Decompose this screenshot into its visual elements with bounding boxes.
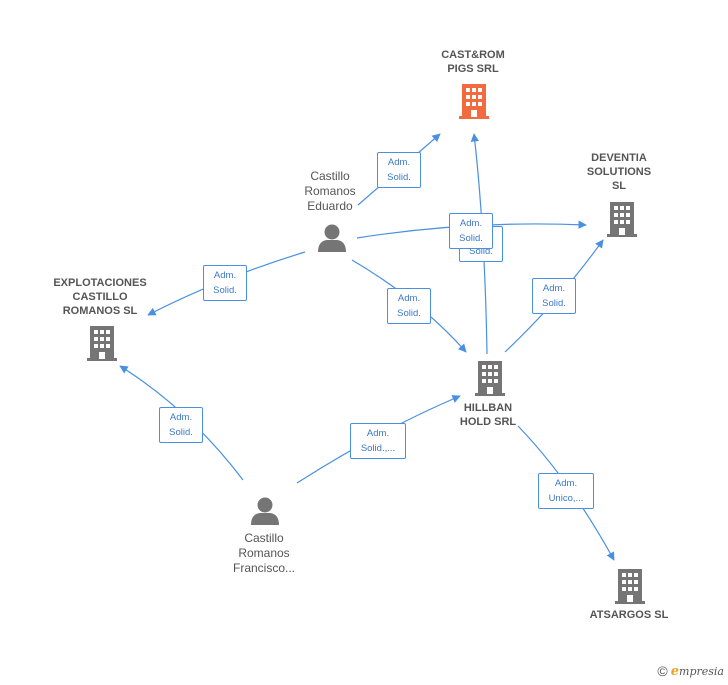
company-name-hillban[interactable]: HILLBAN HOLD SRL (459, 402, 517, 428)
person-icon[interactable] (251, 497, 279, 526)
person-name-eduardo[interactable]: Castillo Romanos Eduardo (304, 169, 356, 213)
empresia-brand[interactable]: © empresia (657, 663, 724, 679)
edge-label[interactable]: Adm. Solid. (532, 278, 576, 314)
company-name-explotaciones[interactable]: EXPLOTACIONES CASTILLO ROMANOS SL (53, 277, 147, 317)
copyright-icon: © (657, 663, 668, 679)
company-name-deventia[interactable]: DEVENTIA SOLUTIONS SL (586, 152, 652, 192)
building-icon[interactable] (615, 569, 645, 604)
edge-label[interactable]: Adm. Unico,... (538, 473, 594, 509)
company-name-castrom[interactable]: CAST&ROM PIGS SRL (441, 49, 505, 75)
edge-label[interactable]: Adm. Solid. (203, 265, 247, 301)
edge-label[interactable]: Adm. Solid. (159, 407, 203, 443)
edge-label[interactable]: Adm. Solid. (377, 152, 421, 188)
person-icon[interactable] (318, 224, 346, 253)
building-icon[interactable] (459, 84, 489, 119)
brand-logo: empresia (670, 663, 724, 679)
edge-label[interactable]: Adm. Solid. (387, 288, 431, 324)
edge-label[interactable]: Adm. Solid.,... (350, 423, 406, 459)
company-name-atsargos[interactable]: ATSARGOS SL (589, 609, 669, 621)
building-icon[interactable] (87, 326, 117, 361)
person-name-francisco[interactable]: Castillo Romanos Francisco... (232, 531, 296, 575)
building-icon[interactable] (607, 202, 637, 237)
edge-label[interactable]: Adm. Solid. (449, 213, 493, 249)
building-icon[interactable] (475, 361, 505, 396)
